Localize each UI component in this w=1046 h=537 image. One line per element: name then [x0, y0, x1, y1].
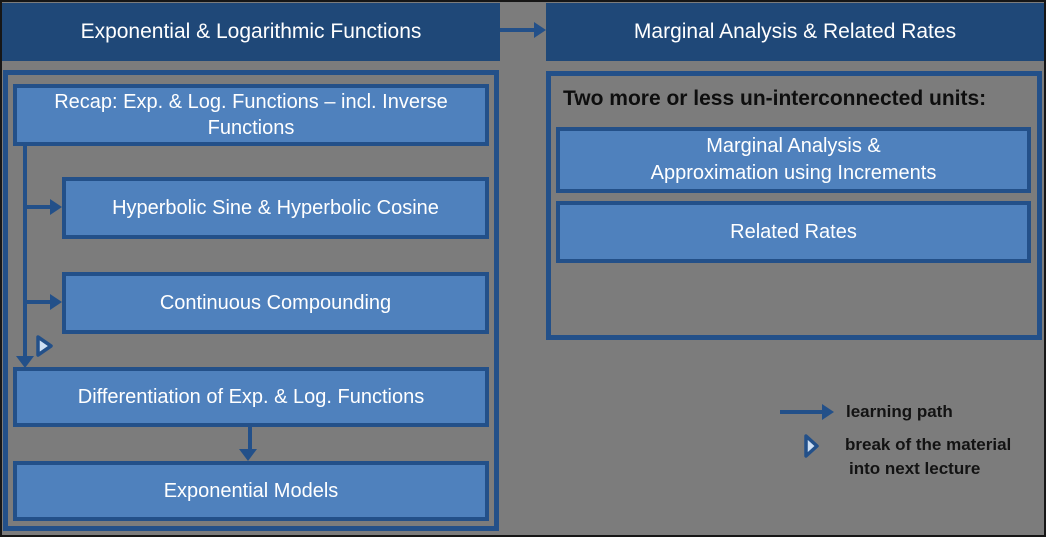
- node-label: Related Rates: [730, 221, 857, 243]
- node-related-rates: Related Rates: [556, 201, 1031, 263]
- legend-lecture-break: break of the material into next lecture: [803, 433, 1011, 481]
- node-marginal-analysis-approximation: Marginal Analysis & Approximation using …: [556, 127, 1031, 193]
- lecture-break-triangle-icon: [804, 434, 819, 458]
- branch-line-compounding: [23, 300, 51, 304]
- node-label-line1: Marginal Analysis &: [706, 135, 881, 157]
- right-arrow-icon: [822, 404, 834, 420]
- node-differentiation: Differentiation of Exp. & Log. Functions: [13, 367, 489, 427]
- legend-learning-path: learning path: [780, 402, 953, 422]
- node-exponential-models: Exponential Models: [13, 461, 489, 521]
- left-column-header: Exponential & Logarithmic Functions: [2, 3, 500, 61]
- right-arrow-icon: [534, 22, 546, 38]
- node-label: Exponential Models: [163, 480, 339, 502]
- left-header-label: Exponential & Logarithmic Functions: [80, 20, 422, 43]
- right-column-header: Marginal Analysis & Related Rates: [546, 3, 1044, 61]
- down-arrow-icon: [16, 356, 34, 368]
- legend-learning-path-label: learning path: [846, 402, 953, 421]
- right-header-label: Marginal Analysis & Related Rates: [633, 20, 957, 43]
- right-arrow-icon: [50, 199, 62, 215]
- down-arrow-icon: [239, 449, 257, 461]
- header-connector-arrow-shaft: [500, 28, 534, 32]
- node-continuous-compounding: Continuous Compounding: [62, 272, 489, 334]
- node-label: Differentiation of Exp. & Log. Functions: [77, 386, 425, 408]
- learning-path-line-models: [248, 427, 252, 450]
- node-hyperbolic-sine-cosine: Hyperbolic Sine & Hyperbolic Cosine: [62, 177, 489, 239]
- learning-path-vertical-line: [23, 146, 27, 356]
- right-arrow-icon: [50, 294, 62, 310]
- legend-break-label-line1: break of the material: [845, 435, 1012, 454]
- lecture-break-triangle-icon: [35, 334, 55, 363]
- learning-path-arrow-icon: [780, 410, 822, 414]
- node-label-line2: Approximation using Increments: [650, 162, 937, 184]
- left-units-container: [3, 70, 499, 531]
- legend-break-label: break of the material into next lecture: [845, 433, 1011, 481]
- node-label: Hyperbolic Sine & Hyperbolic Cosine: [112, 197, 439, 219]
- node-label: Recap: Exp. & Log. Functions – incl. Inv…: [54, 91, 448, 139]
- node-label: Continuous Compounding: [159, 292, 392, 314]
- branch-line-hyperbolic: [23, 205, 51, 209]
- node-recap-exp-log: Recap: Exp. & Log. Functions – incl. Inv…: [13, 84, 489, 146]
- legend-break-label-line2: into next lecture: [849, 459, 981, 478]
- right-units-container: [546, 71, 1042, 340]
- right-intro-text: Two more or less un-interconnected units…: [563, 87, 987, 110]
